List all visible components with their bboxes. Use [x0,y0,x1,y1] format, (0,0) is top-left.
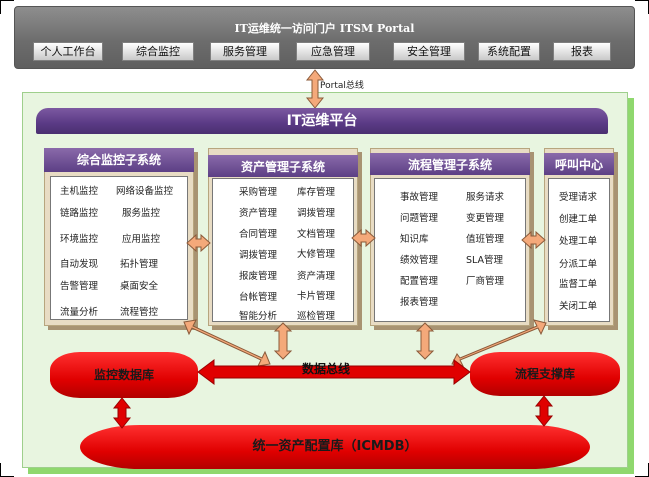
asset-panel [212,178,354,322]
monitoring-item: 桌面安全 [120,281,159,292]
asset-item: 调拨管理 [297,208,336,219]
asset-item: 台帐管理 [239,292,278,303]
process-database: 流程支撑库 [470,352,620,396]
asset-item: 资产清理 [297,271,336,282]
arrow-asset-process [351,228,376,248]
asset-subsystem-title: 资产管理子系统 [208,155,358,177]
corner-mark [635,463,649,477]
data-bus-label: 数据总线 [302,362,351,376]
arrow-callcenter-bus [451,319,547,367]
arrow-process-bus [415,322,435,360]
callcenter-item: 分派工单 [559,259,598,270]
portal-tab-monitoring[interactable]: 综合监控 [122,42,194,61]
process-item: 值班管理 [466,234,505,245]
portal-tab-emergency[interactable]: 应急管理 [296,42,370,61]
arrow-process-callcenter [521,230,546,250]
portal-bus-label: Portal总线 [320,81,364,91]
monitoring-panel [50,176,188,320]
monitoring-subsystem-title: 综合监控子系统 [44,148,194,172]
monitoring-item: 流量分析 [60,307,99,318]
monitoring-item: 应用监控 [122,234,161,245]
corner-mark [0,463,14,477]
monitoring-item: 服务监控 [122,208,161,219]
corner-mark [0,0,14,14]
arrow-monitor-cmdb [112,397,132,429]
callcenter-item: 受理请求 [559,192,598,203]
monitoring-item: 链路监控 [60,208,99,219]
asset-item: 大修管理 [297,249,336,260]
asset-item: 采购管理 [239,187,278,198]
cmdb-database: 统一资产配置库（ICMDB） [80,425,590,469]
portal-title: IT运维统一访问门户 ITSM Portal [234,22,415,35]
process-item: 知识库 [400,234,429,245]
asset-item: 文档管理 [297,229,336,240]
arrow-asset-bus [273,322,293,360]
monitoring-item: 环境监控 [60,234,99,245]
process-panel [374,178,526,322]
process-item: 报表管理 [400,297,439,308]
monitoring-item: 自动发现 [60,259,99,270]
process-item: 问题管理 [400,213,439,224]
monitoring-item: 网络设备监控 [116,186,174,197]
asset-item: 资产管理 [239,208,278,219]
callcenter-item: 关闭工单 [559,301,598,312]
monitoring-item: 流程管控 [120,307,159,318]
callcenter-item: 处理工单 [559,236,598,247]
arrow-monitor-asset [186,233,211,253]
asset-item: 报废管理 [239,271,278,282]
process-item: 配置管理 [400,276,439,287]
asset-item: 调拨管理 [239,250,278,261]
monitoring-item: 拓扑管理 [120,259,159,270]
process-item: 绩效管理 [400,255,439,266]
process-item: 厂商管理 [466,276,505,287]
process-subsystem-title: 流程管理子系统 [370,153,530,175]
process-item: 事故管理 [400,192,439,203]
asset-item: 巡检管理 [297,311,336,322]
portal-tab-config[interactable]: 系统配置 [478,42,540,61]
callcenter-item: 创建工单 [559,214,598,225]
asset-item: 智能分析 [239,311,278,322]
process-item: 变更管理 [466,213,505,224]
asset-item: 库存管理 [297,187,336,198]
portal-tab-security[interactable]: 安全管理 [393,42,465,61]
callcenter-item: 监督工单 [559,279,598,290]
arrow-process-cmdb [534,395,554,427]
monitor-database: 监控数据库 [50,352,198,398]
asset-item: 合同管理 [239,229,278,240]
callcenter-panel [548,178,610,322]
asset-item: 卡片管理 [297,291,336,302]
monitoring-item: 告警管理 [60,281,99,292]
portal-tab-report[interactable]: 报表 [553,42,611,61]
callcenter-title: 呼叫中心 [544,153,614,175]
monitoring-item: 主机监控 [60,186,99,197]
portal-tab-service[interactable]: 服务管理 [210,42,280,61]
corner-mark [635,0,649,14]
process-item: 服务请求 [466,192,505,203]
process-item: SLA管理 [466,255,504,266]
arrow-monitor-bus [183,319,271,367]
data-bus-arrow [197,359,471,385]
portal-tab-workbench[interactable]: 个人工作台 [33,42,103,61]
platform-title: IT运维平台 [36,108,608,134]
